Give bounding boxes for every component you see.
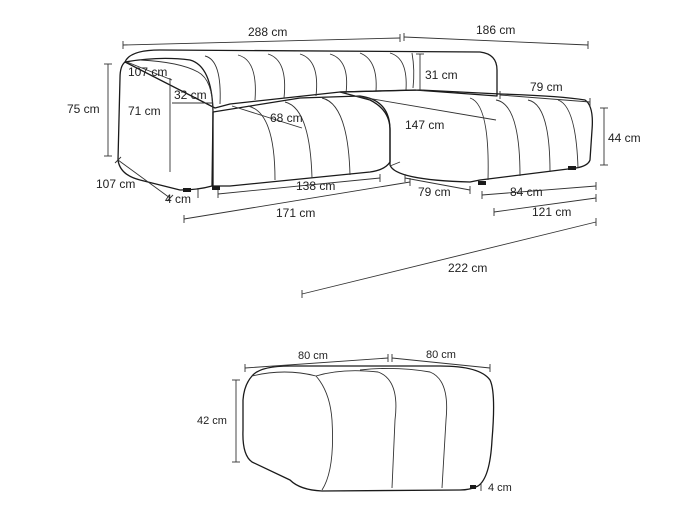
dim-left-section-width: 171 cm [276,206,315,220]
dim-back-cushion-height: 31 cm [425,68,458,82]
sofa-dimension-lines [104,33,608,298]
dim-chaise-module-width: 79 cm [530,80,563,94]
sofa-leg [478,181,486,185]
dim-chaise-inner-width: 84 cm [510,185,543,199]
sofa-leg [183,188,191,192]
ottoman-channel [315,370,397,489]
sofa-seat-left [212,95,391,187]
sofa-left-arm [117,57,214,191]
dim-ottoman-width: 80 cm [298,350,328,362]
chaise-channel [495,99,521,177]
dim-seat-height: 44 cm [608,131,641,145]
back-channel [389,52,407,91]
dim-depth-left: 107 cm [128,65,167,79]
ottoman-front-top [251,371,317,377]
dim-ottoman-height: 42 cm [197,415,227,427]
seat-channel [321,97,351,176]
dim-seat-depth: 68 cm [270,111,303,125]
dim-arm-width: 32 cm [174,88,207,102]
ottoman-channel [359,367,448,489]
ottoman-side-edge [315,375,333,491]
ottoman-leg [470,485,476,489]
back-channel [299,53,318,97]
seat-channel [284,101,313,179]
chaise-channel [469,97,489,181]
dim-base-depth: 107 cm [96,177,135,191]
dim-leg-height: 4 cm [165,192,191,206]
dim-arm-height: 71 cm [128,104,161,118]
chaise-channel [557,99,579,169]
seat-channel [247,105,276,181]
dim-chaise-seat-length: 147 cm [405,118,444,132]
dim-seat-width: 138 cm [296,179,335,193]
dim-chaise-total-depth: 222 cm [448,261,487,275]
sofa-dimension-labels: 288 cm 186 cm 107 cm 75 cm 71 cm 32 cm 6… [67,23,641,275]
ottoman-body [242,365,495,492]
chaise-edge [389,161,401,167]
sofa-leg [568,166,576,170]
dim-total-width: 288 cm [248,25,287,39]
dim-chaise-width: 186 cm [476,23,515,37]
dim-ottoman-leg-height: 4 cm [488,482,512,494]
back-channel [411,52,415,89]
ottoman-dimension-lines [232,354,491,491]
dim-chaise-section-width: 121 cm [532,205,571,219]
dim-height: 75 cm [67,102,100,116]
dim-chaise-front-width: 79 cm [418,185,451,199]
sofa-chaise [339,89,593,183]
back-channel [267,53,286,99]
sofa-drawing [117,49,593,192]
back-channel [204,55,221,105]
sofa-leg [212,186,220,190]
ottoman-drawing [242,365,495,492]
back-channel [237,54,256,101]
back-channel [359,52,377,92]
dim-ottoman-depth: 80 cm [426,349,456,361]
back-channel [329,53,348,94]
sofa-backrest [124,49,498,109]
ottoman-dimension-labels: 80 cm 80 cm 42 cm 4 cm [197,349,512,494]
chaise-channel [527,99,551,173]
arm-top-edge [139,59,214,113]
